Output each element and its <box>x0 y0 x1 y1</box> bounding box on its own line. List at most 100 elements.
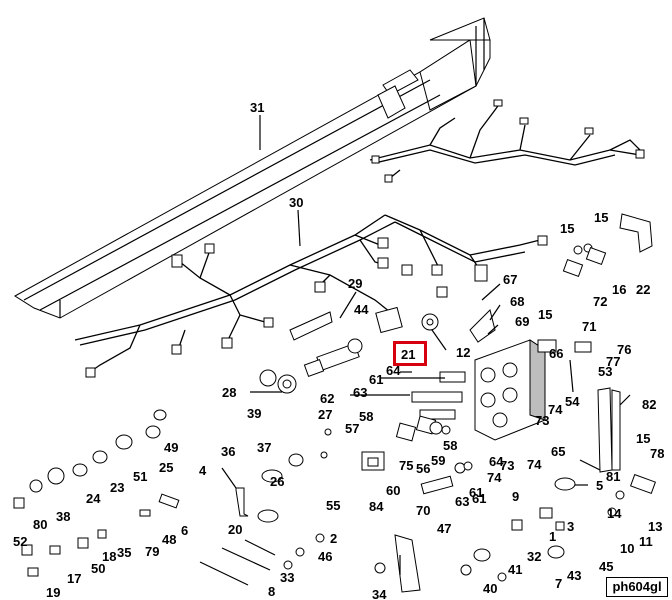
callout: 4 <box>199 463 207 478</box>
callout: 5 <box>596 478 603 493</box>
callout: 15 <box>594 210 608 225</box>
callout: 44 <box>354 302 369 317</box>
callout: 3 <box>567 519 574 534</box>
callout: 77 <box>606 354 620 369</box>
callout: 84 <box>369 499 384 514</box>
callout: 46 <box>318 549 332 564</box>
callout: 13 <box>648 519 662 534</box>
components <box>13 213 657 593</box>
callout: 59 <box>431 453 445 468</box>
callout: 75 <box>399 458 413 473</box>
callout: 7 <box>555 576 562 591</box>
callout: 74 <box>487 470 502 485</box>
callout: 61 <box>472 491 486 506</box>
callout: 14 <box>607 506 622 521</box>
callout: 62 <box>320 391 334 406</box>
callout: 38 <box>56 509 70 524</box>
callout: 37 <box>257 440 271 455</box>
callout: 8 <box>268 584 275 599</box>
callout: 28 <box>222 385 236 400</box>
callout: 76 <box>617 342 631 357</box>
callout: 63 <box>353 385 367 400</box>
callout: 11 <box>639 534 653 549</box>
callout: 39 <box>247 406 261 421</box>
callout: 74 <box>527 457 542 472</box>
callout: 24 <box>86 491 101 506</box>
callout: 74 <box>548 402 563 417</box>
callout: 15 <box>538 307 552 322</box>
valve-block <box>411 309 592 441</box>
callout: 34 <box>372 587 387 600</box>
callout: 6 <box>181 523 188 538</box>
upper-wire-harness <box>369 99 645 183</box>
callout: 58 <box>443 438 457 453</box>
callout: 53 <box>598 364 612 379</box>
callout: 61 <box>369 372 383 387</box>
callout: 60 <box>386 483 400 498</box>
callout: 29 <box>348 276 362 291</box>
callout: 55 <box>326 498 340 513</box>
callout: 15 <box>560 221 574 236</box>
callout: 19 <box>46 585 60 600</box>
callout: 2 <box>330 531 337 546</box>
callout: 20 <box>228 522 242 537</box>
callout: 82 <box>642 397 656 412</box>
callout: 9 <box>512 489 519 504</box>
callout: 16 <box>612 282 626 297</box>
callout: 63 <box>455 494 469 509</box>
callout: 64 <box>489 454 504 469</box>
callout: 66 <box>549 346 563 361</box>
callout: 49 <box>164 440 178 455</box>
callout: 73 <box>500 458 514 473</box>
callout: 15 <box>636 431 650 446</box>
callout: 61 <box>469 485 483 500</box>
diagram-code-label: ph604gl <box>606 577 668 597</box>
callout: 70 <box>416 503 430 518</box>
callout: 35 <box>117 545 131 560</box>
callout: 72 <box>593 294 607 309</box>
callout: 65 <box>551 444 565 459</box>
frame-rail <box>14 17 491 319</box>
callout: 48 <box>162 532 176 547</box>
callout: 45 <box>599 559 613 574</box>
callout: 26 <box>270 474 284 489</box>
callout: 58 <box>359 409 373 424</box>
callout: 18 <box>102 549 116 564</box>
callout: 1 <box>549 529 556 544</box>
callout: 10 <box>620 541 634 556</box>
callout: 17 <box>67 571 81 586</box>
callout: 71 <box>582 319 596 334</box>
callout-labels: 31 30 15 15 16 72 22 29 67 68 69 44 12 2… <box>13 100 664 600</box>
callout: 31 <box>250 100 264 115</box>
callout: 22 <box>636 282 650 297</box>
callout: 12 <box>456 345 470 360</box>
callout: 64 <box>386 363 401 378</box>
callout: 47 <box>437 521 451 536</box>
callout: 67 <box>503 272 517 287</box>
callout: 27 <box>318 407 332 422</box>
selected-callout-highlight[interactable] <box>393 341 427 366</box>
callout: 81 <box>606 469 620 484</box>
callout: 30 <box>289 195 303 210</box>
callout: 57 <box>345 421 359 436</box>
callout: 41 <box>508 562 522 577</box>
callout: 56 <box>416 461 430 476</box>
leader-lines <box>221 115 631 575</box>
callout: 78 <box>650 446 664 461</box>
callout: 73 <box>535 413 549 428</box>
callout: 36 <box>221 444 235 459</box>
callout: 51 <box>133 469 147 484</box>
callout: 80 <box>33 517 47 532</box>
callout: 21 <box>401 347 415 362</box>
callout: 23 <box>110 480 124 495</box>
callout: 25 <box>159 460 173 475</box>
callout: 33 <box>280 570 294 585</box>
callout: 69 <box>515 314 529 329</box>
callout: 32 <box>527 549 541 564</box>
callout: 54 <box>565 394 580 409</box>
callout: 52 <box>13 534 27 549</box>
callout: 50 <box>91 561 105 576</box>
callout: 68 <box>510 294 524 309</box>
